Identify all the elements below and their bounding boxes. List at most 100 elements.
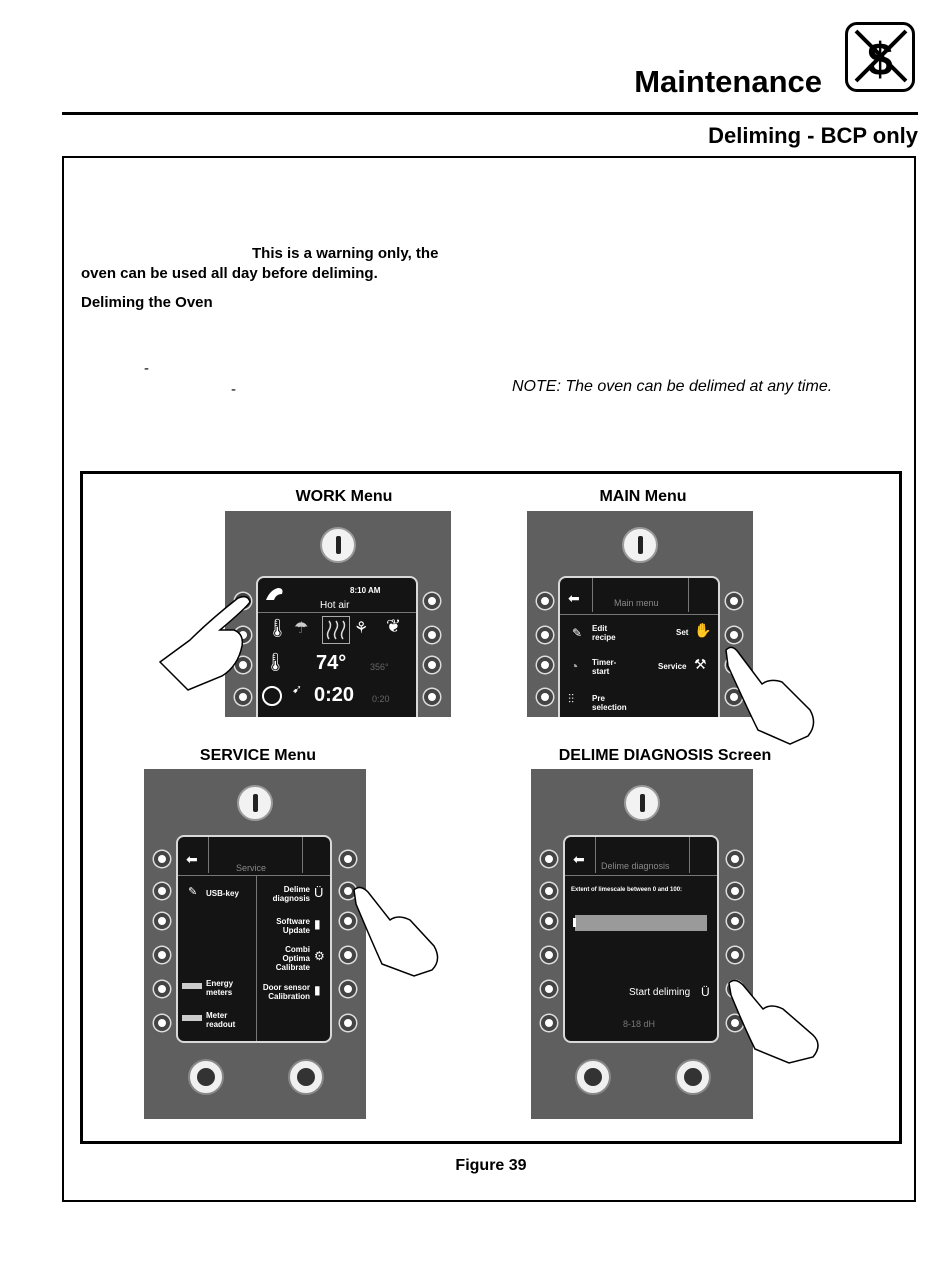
- side-key[interactable]: [727, 883, 743, 899]
- pointing-hand-icon: [158, 595, 251, 691]
- door-sensor-item[interactable]: Door sensor Calibration: [262, 983, 310, 1001]
- chef-hand-icon[interactable]: [264, 584, 286, 604]
- service-menu-panel: ⬅ Service ✎ USB-key Energy meters Meter …: [144, 769, 366, 1119]
- side-key[interactable]: [727, 851, 743, 867]
- energy-meters-item[interactable]: Energy meters: [206, 979, 234, 997]
- side-key[interactable]: [727, 913, 743, 929]
- dash-mark: -: [144, 360, 149, 377]
- side-key[interactable]: [154, 947, 170, 963]
- cooking-mode: Hot air: [320, 600, 350, 611]
- side-key[interactable]: [541, 981, 557, 997]
- dash-mark: -: [231, 381, 236, 398]
- usb-key-item[interactable]: USB-key: [206, 889, 239, 898]
- clock-time: 8:10 AM: [350, 586, 381, 595]
- software-update-item[interactable]: Software Update: [276, 917, 310, 935]
- side-key[interactable]: [340, 981, 356, 997]
- delime-diagnosis-item[interactable]: Delime diagnosis: [272, 885, 310, 903]
- pre-selection-item[interactable]: Pre selection: [592, 694, 627, 712]
- service-item[interactable]: Service: [658, 662, 687, 671]
- side-key[interactable]: [726, 593, 742, 609]
- delime-diagnosis-panel: ⬅ Delime diagnosis Extent of limescale b…: [531, 769, 753, 1119]
- timer-value[interactable]: 0:20: [314, 684, 355, 706]
- sliders-icon: ⫶⫶: [568, 692, 575, 706]
- meter-readout-item[interactable]: Meter readout: [206, 1011, 236, 1029]
- dial-button[interactable]: [675, 1059, 711, 1095]
- thermometer-icon[interactable]: 🌡: [266, 618, 289, 638]
- service-screen: ⬅ Service ✎ USB-key Energy meters Meter …: [176, 835, 332, 1043]
- side-key[interactable]: [726, 689, 742, 705]
- side-key[interactable]: [424, 627, 440, 643]
- side-key[interactable]: [424, 593, 440, 609]
- figure-box: [80, 471, 902, 1144]
- hardness-range: 8-18 dH: [623, 1019, 656, 1029]
- back-icon[interactable]: ⬅: [573, 851, 585, 867]
- back-icon[interactable]: ⬅: [186, 851, 198, 867]
- side-key[interactable]: [235, 689, 251, 705]
- side-key[interactable]: [154, 883, 170, 899]
- chef-hand-icon: ✋: [694, 622, 712, 638]
- calibrate-icon: ⚙: [314, 949, 325, 963]
- delime-screen-caption: DELIME DIAGNOSIS Screen: [558, 747, 772, 764]
- side-key[interactable]: [727, 1015, 743, 1031]
- steam-icon[interactable]: ☂: [294, 620, 309, 637]
- limescale-bar: [573, 915, 707, 931]
- side-key[interactable]: [154, 851, 170, 867]
- temperature-value[interactable]: 74°: [316, 652, 347, 674]
- side-key[interactable]: [537, 657, 553, 673]
- side-key[interactable]: [154, 1015, 170, 1031]
- tools-icon: ⚒: [694, 656, 707, 672]
- side-key[interactable]: [154, 913, 170, 929]
- side-key[interactable]: [235, 657, 251, 673]
- side-key[interactable]: [424, 657, 440, 673]
- back-icon[interactable]: ⬅: [568, 590, 580, 606]
- start-deliming-button[interactable]: Start deliming: [629, 987, 691, 998]
- dial-button[interactable]: [288, 1059, 324, 1095]
- temperature-icon: 🌡: [264, 652, 287, 672]
- side-key[interactable]: [537, 593, 553, 609]
- power-button[interactable]: [237, 785, 273, 821]
- delime-screen: ⬅ Delime diagnosis Extent of limescale b…: [563, 835, 719, 1043]
- set-item[interactable]: Set: [676, 628, 689, 637]
- side-key[interactable]: [541, 883, 557, 899]
- side-key[interactable]: [537, 689, 553, 705]
- delime-icon: Ü: [314, 885, 324, 900]
- hot-air-icon[interactable]: [322, 616, 350, 644]
- power-button[interactable]: [622, 527, 658, 563]
- main-menu-panel: ⬅ Main menu ✎ Edit recipe ◔ Timer-start …: [527, 511, 753, 717]
- combi-calibrate-item[interactable]: Combi Optima Calibrate: [275, 945, 310, 972]
- side-key[interactable]: [340, 913, 356, 929]
- side-key[interactable]: [541, 1015, 557, 1031]
- side-key[interactable]: [340, 851, 356, 867]
- header-rule: [62, 112, 918, 115]
- usb-icon: ✎: [188, 886, 198, 898]
- side-key[interactable]: [541, 913, 557, 929]
- timer-start-item[interactable]: Timer-start: [592, 658, 617, 676]
- delime-header: Delime diagnosis: [601, 861, 670, 871]
- chicken-icon[interactable]: ❦: [386, 616, 402, 636]
- side-key[interactable]: [541, 947, 557, 963]
- content-box: [62, 156, 916, 1202]
- power-button[interactable]: [320, 527, 356, 563]
- rotate-button[interactable]: [188, 1059, 224, 1095]
- timer-icon: [262, 686, 282, 706]
- page-title: Maintenance: [634, 64, 822, 99]
- side-key[interactable]: [726, 627, 742, 643]
- meter-icon: [182, 983, 202, 989]
- temperature-f: 356°: [370, 662, 389, 672]
- side-key[interactable]: [340, 947, 356, 963]
- combi-icon[interactable]: ⚘: [354, 620, 369, 637]
- timer-small: 0:20: [372, 694, 390, 704]
- warning-text-line2: oven can be used all day before deliming…: [81, 265, 378, 282]
- rotate-button[interactable]: [575, 1059, 611, 1095]
- side-key[interactable]: [340, 1015, 356, 1031]
- edit-recipe-item[interactable]: Edit recipe: [592, 624, 616, 642]
- side-key[interactable]: [154, 981, 170, 997]
- side-key[interactable]: [727, 947, 743, 963]
- side-key[interactable]: [424, 689, 440, 705]
- side-key[interactable]: [537, 627, 553, 643]
- door-icon: ▮: [314, 983, 321, 997]
- work-screen: 8:10 AM Hot air 🌡 ☂ ⚘ ❦ 🌡 74° 356° ➹ 0:2…: [256, 576, 418, 717]
- limescale-label: Extent of limescale between 0 and 100:: [571, 887, 683, 893]
- side-key[interactable]: [541, 851, 557, 867]
- power-button[interactable]: [624, 785, 660, 821]
